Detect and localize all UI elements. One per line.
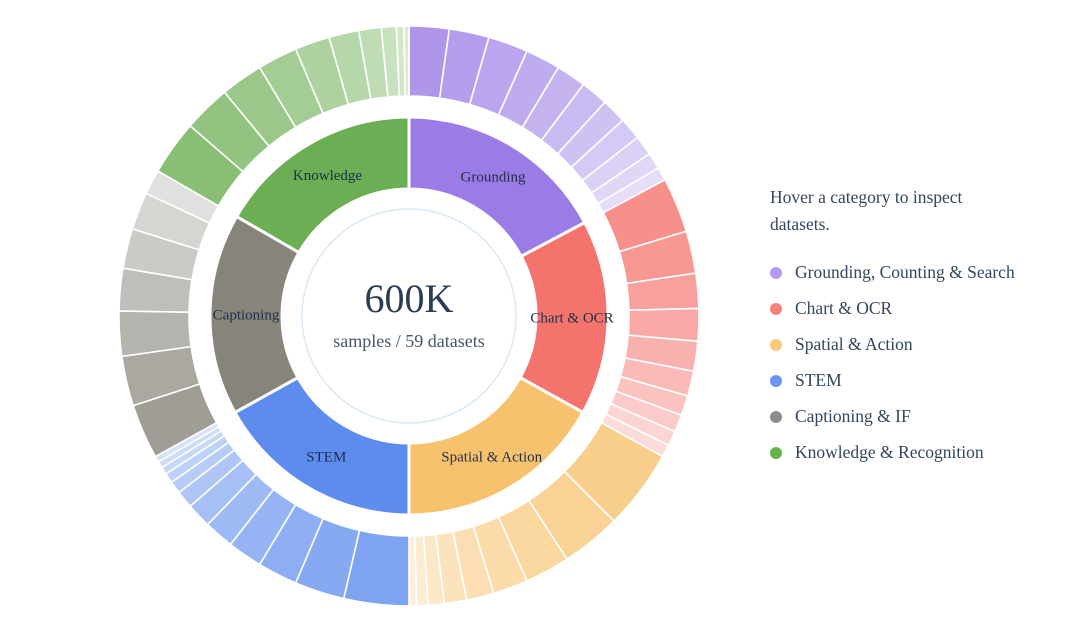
legend-item-captioning-if[interactable]: Captioning & IF bbox=[770, 406, 1050, 427]
legend-item-chart-ocr[interactable]: Chart & OCR bbox=[770, 298, 1050, 319]
category-label-knowledge: Knowledge bbox=[293, 168, 362, 184]
legend-label: Spatial & Action bbox=[795, 334, 913, 355]
legend-item-stem[interactable]: STEM bbox=[770, 370, 1050, 391]
legend-label: Grounding, Counting & Search bbox=[795, 262, 1015, 283]
category-label-grounding: Grounding bbox=[461, 169, 526, 185]
dataset-segment-spatial-action-9[interactable] bbox=[408, 535, 418, 607]
center-accent-circle bbox=[301, 208, 517, 424]
legend-dot-chart-ocr bbox=[770, 302, 782, 315]
legend-dot-knowledge bbox=[770, 446, 782, 459]
legend-dot-stem bbox=[770, 374, 782, 387]
legend-heading: Hover a category to inspect datasets. bbox=[770, 187, 963, 235]
sunburst-chart[interactable]: 600K samples / 59 datasets GroundingChar… bbox=[0, 0, 760, 626]
legend-item-knowledge-recognition[interactable]: Knowledge & Recognition bbox=[770, 442, 1050, 463]
category-label-stem: STEM bbox=[306, 449, 346, 465]
legend-dot-spatial-action bbox=[770, 338, 782, 351]
legend-item-grounding-counting-search[interactable]: Grounding, Counting & Search bbox=[770, 262, 1050, 283]
legend-label: Knowledge & Recognition bbox=[795, 442, 984, 463]
legend-dot-grounding bbox=[770, 266, 782, 279]
category-label-chart-ocr: Chart & OCR bbox=[530, 310, 613, 326]
center-total-value: 600K bbox=[365, 276, 454, 321]
legend-label: STEM bbox=[795, 370, 842, 391]
category-label-captioning: Captioning bbox=[213, 308, 280, 324]
category-label-spatial-action: Spatial & Action bbox=[441, 449, 542, 465]
legend-label: Captioning & IF bbox=[795, 406, 911, 427]
category-arc-knowledge[interactable] bbox=[234, 115, 411, 255]
center-caption: samples / 59 datasets bbox=[333, 331, 484, 351]
legend: Hover a category to inspect datasets. Gr… bbox=[770, 184, 1050, 463]
legend-item-spatial-action[interactable]: Spatial & Action bbox=[770, 334, 1050, 355]
dataset-segment-knowledge-10[interactable] bbox=[403, 25, 410, 97]
legend-dot-captioning bbox=[770, 410, 782, 423]
legend-label: Chart & OCR bbox=[795, 298, 893, 319]
